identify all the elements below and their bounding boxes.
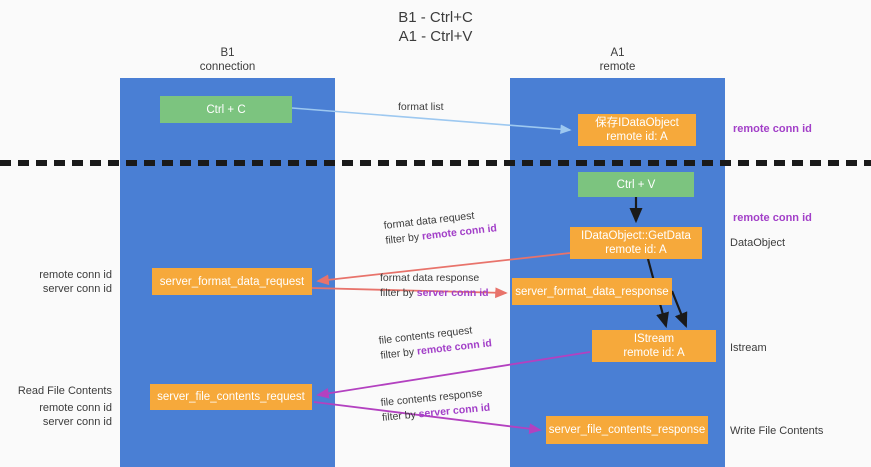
node-idataobject-getdata[interactable]: IDataObject::GetData remote id: A <box>570 227 702 259</box>
annotation-server-conn-id-2: server conn id <box>42 416 112 428</box>
annotation-remote-conn-id-2: remote conn id <box>39 402 112 414</box>
edge-line1: format data response <box>380 272 480 284</box>
annotation-group-conn-ids-bottom: remote conn id server conn id <box>0 401 112 429</box>
annotation-server-conn-id-1: server conn id <box>42 283 112 295</box>
annotation-dataobject: DataObject <box>730 237 786 249</box>
node-ctrl-c[interactable]: Ctrl + C <box>160 96 292 123</box>
page-title: B1 - Ctrl+C A1 - Ctrl+V <box>398 9 473 45</box>
node-server-file-contents-request[interactable]: server_file_contents_request <box>150 384 312 410</box>
node-ctrl-v[interactable]: Ctrl + V <box>578 172 694 197</box>
annotation-read-file-contents: Read File Contents <box>17 385 112 397</box>
edge-filter-key: server conn id <box>418 401 491 421</box>
edge-label-format-list: format list <box>398 100 444 115</box>
edge-filter-prefix: filter by <box>380 287 417 299</box>
edge-label-file-contents-request: file contents request filter by remote c… <box>378 321 493 363</box>
edge-label-format-data-response: format data response filter by server co… <box>380 271 489 301</box>
annotation-group-conn-ids-top: remote conn id server conn id <box>0 268 112 296</box>
edge-filter-prefix: filter by <box>384 230 423 247</box>
node-server-file-contents-response[interactable]: server_file_contents_response <box>546 416 708 444</box>
edge-label-file-contents-response: file contents response filter by server … <box>380 386 491 426</box>
annotation-write-file-contents: Write File Contents <box>730 425 824 437</box>
edge-line2: filter by server conn id <box>380 286 489 301</box>
edge-line1: format list <box>398 101 444 113</box>
edge-label-format-data-request: format data request filter by remote con… <box>383 206 498 248</box>
swimlane-header-b1: B1 connection <box>199 47 256 73</box>
node-server-format-data-response[interactable]: server_format_data_response <box>512 278 672 305</box>
node-server-format-data-request[interactable]: server_format_data_request <box>152 268 312 295</box>
node-save-idataobject[interactable]: 保存IDataObject remote id: A <box>578 114 696 146</box>
edge-filter-prefix: filter by <box>381 408 420 424</box>
annotation-remote-conn-id-mid: remote conn id <box>733 212 812 224</box>
edge-filter-key: server conn id <box>416 287 489 299</box>
annotation-remote-conn-id-top: remote conn id <box>733 123 812 135</box>
node-istream[interactable]: IStream remote id: A <box>592 330 716 362</box>
annotation-istream: Istream <box>730 342 767 354</box>
swimlane-header-a1: A1 remote <box>599 47 636 73</box>
annotation-remote-conn-id-1: remote conn id <box>39 269 112 281</box>
edge-filter-prefix: filter by <box>379 345 418 362</box>
